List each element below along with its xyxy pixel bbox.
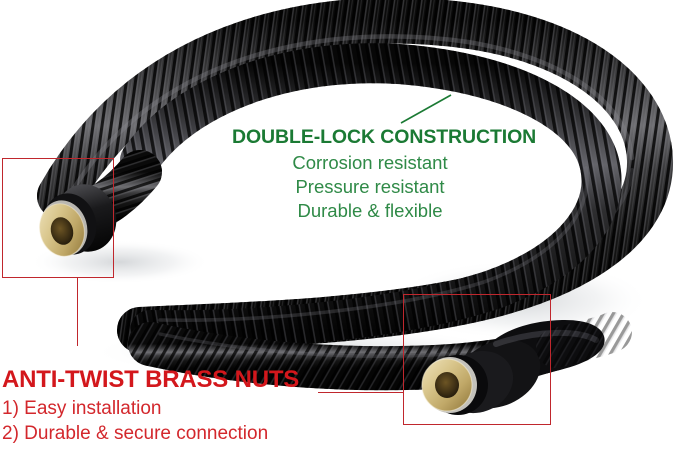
green-feature-3: Durable & flexible <box>297 200 443 221</box>
red-feature-1: 1) Easy installation <box>2 398 162 419</box>
leader-line-green <box>400 94 452 124</box>
red-feature-2: 2) Durable & secure connection <box>2 423 269 444</box>
green-feature-1: Corrosion resistant <box>292 152 448 173</box>
green-heading: DOUBLE-LOCK CONSTRUCTION <box>232 126 537 148</box>
red-heading: ANTI-TWIST BRASS NUTS <box>2 366 300 393</box>
green-feature-2: Pressure resistant <box>295 176 445 197</box>
